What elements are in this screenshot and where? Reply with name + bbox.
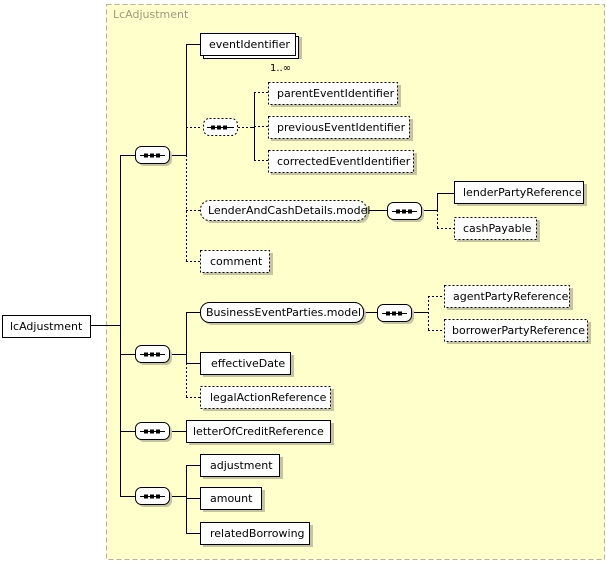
element-parentEventIdentifier: parentEventIdentifier xyxy=(268,82,401,107)
element-comment: comment xyxy=(200,250,273,275)
svg-text:cashPayable: cashPayable xyxy=(463,222,532,235)
svg-text:correctedEventIdentifier: correctedEventIdentifier xyxy=(277,155,411,168)
sequence-compositor-lender xyxy=(387,202,424,222)
optional-connectors xyxy=(186,92,454,398)
element-lcAdjustment: lcAdjustment xyxy=(2,315,91,338)
sequence-compositor-4 xyxy=(135,487,172,507)
sequence-compositor-parties xyxy=(377,304,414,324)
svg-text:agentPartyReference: agentPartyReference xyxy=(453,290,569,303)
group-lenderAndCashDetails-model: LenderAndCashDetails.model xyxy=(200,200,370,223)
element-relatedBorrowing: relatedBorrowing xyxy=(200,522,313,547)
frame-title: LcAdjustment xyxy=(113,8,189,21)
svg-text:eventIdentifier: eventIdentifier xyxy=(209,38,290,51)
element-effectiveDate: effectiveDate xyxy=(200,352,294,377)
svg-text:letterOfCreditReference: letterOfCreditReference xyxy=(193,425,324,438)
element-amount: amount xyxy=(200,487,265,512)
sequence-compositor-2 xyxy=(135,345,172,365)
element-agentPartyReference: agentPartyReference xyxy=(444,285,573,310)
svg-text:adjustment: adjustment xyxy=(210,459,273,472)
element-correctedEventIdentifier: correctedEventIdentifier xyxy=(268,150,417,175)
svg-text:BusinessEventParties.model: BusinessEventParties.model xyxy=(206,306,361,319)
element-letterOfCreditReference: letterOfCreditReference xyxy=(186,420,334,445)
choice-compositor xyxy=(203,118,238,136)
connectors xyxy=(91,44,454,534)
element-legalActionReference: legalActionReference xyxy=(200,386,334,411)
element-previousEventIdentifier: previousEventIdentifier xyxy=(268,116,413,141)
element-eventIdentifier: eventIdentifier xyxy=(200,33,302,59)
svg-text:comment: comment xyxy=(210,255,263,268)
svg-text:parentEventIdentifier: parentEventIdentifier xyxy=(277,87,395,100)
svg-text:legalActionReference: legalActionReference xyxy=(210,391,327,404)
element-lenderPartyReference: lenderPartyReference xyxy=(454,181,587,206)
svg-text:borrowerPartyReference: borrowerPartyReference xyxy=(452,324,585,337)
svg-text:lenderPartyReference: lenderPartyReference xyxy=(463,186,582,199)
element-cashPayable: cashPayable xyxy=(454,217,540,242)
sequence-compositor-3 xyxy=(135,422,172,442)
occurrence-label: 1..∞ xyxy=(270,63,291,74)
svg-text:relatedBorrowing: relatedBorrowing xyxy=(210,527,305,540)
svg-text:effectiveDate: effectiveDate xyxy=(211,357,285,370)
svg-text:lcAdjustment: lcAdjustment xyxy=(10,320,83,333)
svg-text:previousEventIdentifier: previousEventIdentifier xyxy=(277,121,406,134)
svg-text:amount: amount xyxy=(210,492,253,505)
group-businessEventParties-model: BusinessEventParties.model xyxy=(200,302,366,325)
element-borrowerPartyReference: borrowerPartyReference xyxy=(444,319,591,344)
sequence-compositor-1 xyxy=(135,146,172,166)
svg-text:LenderAndCashDetails.model: LenderAndCashDetails.model xyxy=(208,204,370,217)
element-adjustment: adjustment xyxy=(200,454,283,479)
